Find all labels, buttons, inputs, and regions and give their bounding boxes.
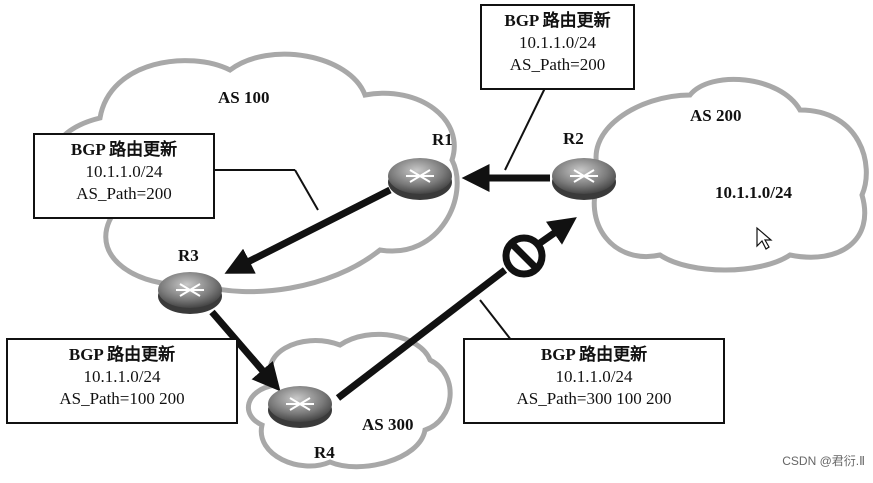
update-path: AS_Path=100 200 (59, 389, 185, 408)
blocked-icon (502, 234, 546, 278)
update-prefix: 10.1.1.0/24 (555, 367, 633, 386)
arrows (209, 164, 577, 401)
update-prefix: 10.1.1.0/24 (519, 33, 596, 52)
update-path: AS_Path=200 (76, 184, 172, 203)
update-path: AS_Path=300 100 200 (516, 389, 672, 408)
leader-left-b (294, 169, 319, 211)
r1-label: R1 (432, 130, 453, 149)
update-box-top: BGP 路由更新 10.1.1.0/24 AS_Path=200 (480, 4, 635, 90)
update-box-bottom-right: BGP 路由更新 10.1.1.0/24 AS_Path=300 100 200 (463, 338, 725, 424)
router-r1 (388, 158, 452, 200)
as300-label: AS 300 (362, 415, 413, 434)
leader-top (504, 87, 546, 171)
router-r3 (158, 272, 222, 314)
update-prefix: 10.1.1.0/24 (85, 162, 163, 181)
as200-label: AS 200 (690, 106, 741, 125)
update-prefix: 10.1.1.0/24 (83, 367, 161, 386)
leader-bottom-right (479, 299, 516, 346)
as300-cloud (245, 331, 453, 470)
arrow-r3-to-r4 (209, 309, 281, 392)
update-title: BGP 路由更新 (540, 345, 648, 364)
update-box-left: BGP 路由更新 10.1.1.0/24 AS_Path=200 (33, 133, 215, 219)
router-r4 (268, 386, 332, 428)
update-title: BGP 路由更新 (70, 140, 178, 159)
watermark: CSDN @君衍.Ⅱ (782, 454, 865, 468)
arrow-r1-to-r3 (224, 186, 392, 274)
update-box-bottom-left: BGP 路由更新 10.1.1.0/24 AS_Path=100 200 (6, 338, 238, 424)
router-r2 (552, 158, 616, 200)
update-title: BGP 路由更新 (68, 345, 176, 364)
update-path: AS_Path=200 (509, 55, 606, 74)
r4-label: R4 (314, 443, 335, 462)
as200-cloud (591, 76, 869, 273)
as100-label: AS 100 (218, 88, 269, 107)
update-title: BGP 路由更新 (504, 11, 611, 30)
r3-label: R3 (178, 246, 199, 265)
network-label: 10.1.1.0/24 (715, 183, 792, 202)
mouse-cursor-icon (756, 226, 773, 250)
line-r4-to-r2 (335, 267, 508, 401)
r2-label: R2 (563, 129, 584, 148)
leader-lines (215, 87, 546, 346)
arrow-to-r2 (537, 217, 577, 246)
